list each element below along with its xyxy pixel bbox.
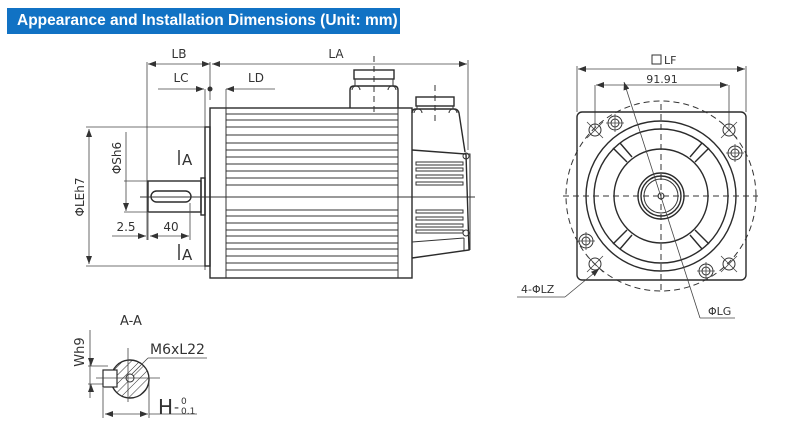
la-label: LA bbox=[328, 47, 344, 61]
tolerance-upper: 0 bbox=[181, 397, 187, 407]
mounting-holes-label: 4-ΦLZ bbox=[521, 283, 555, 296]
mounting-holes bbox=[586, 121, 738, 273]
threaded-holes bbox=[577, 114, 744, 280]
section-mark-top: A bbox=[182, 151, 193, 169]
section-view: A-A Wh9 M6xL22 H - 0 0.1 bbox=[73, 314, 207, 419]
lc-label: LC bbox=[173, 71, 188, 85]
section-mark-bottom: A bbox=[182, 246, 193, 264]
key-width-label: Wh9 bbox=[73, 337, 88, 366]
pitch-circle-label: ΦLG bbox=[708, 305, 731, 318]
tolerance-minus: - bbox=[174, 400, 179, 416]
key-length-label: 40 bbox=[163, 220, 178, 234]
encoder-connector bbox=[411, 85, 466, 153]
key-height-label: H bbox=[158, 395, 173, 419]
section-header: Appearance and Installation Dimensions (… bbox=[7, 8, 400, 34]
side-view: LB LA LC LD ΦLEh7 ΦSh6 A A bbox=[73, 47, 475, 279]
thread-label: M6xL22 bbox=[150, 342, 205, 358]
power-connector bbox=[349, 56, 399, 112]
tolerance-lower: 0.1 bbox=[181, 407, 195, 417]
ld-label: LD bbox=[248, 71, 264, 85]
lf-label: LF bbox=[664, 54, 676, 67]
rear-housing bbox=[411, 149, 471, 259]
hole-spacing-label: 91.91 bbox=[646, 73, 678, 86]
front-view: LF 91.91 bbox=[517, 54, 758, 319]
lb-label: LB bbox=[172, 47, 187, 61]
section-title: A-A bbox=[120, 314, 142, 329]
shaft-diameter-label: ΦSh6 bbox=[110, 142, 124, 174]
offset-label: 2.5 bbox=[116, 220, 135, 234]
flange-diameter-label: ΦLEh7 bbox=[73, 178, 87, 217]
cooling-fins bbox=[226, 113, 398, 271]
